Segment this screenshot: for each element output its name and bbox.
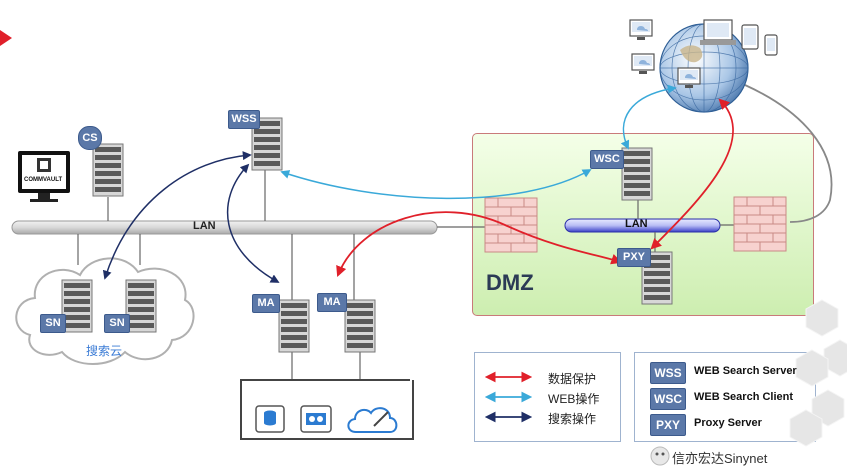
firewall-right-icon <box>733 196 787 252</box>
sn1-server-icon <box>61 279 93 333</box>
legend-pxy-label: Proxy Server <box>694 417 762 429</box>
ma1-server-icon <box>278 299 310 353</box>
phone-icon <box>764 34 778 56</box>
pxy-badge: PXY <box>617 248 651 267</box>
legend-wsc-badge: WSC <box>650 388 686 410</box>
web-arrows <box>280 84 677 200</box>
lan-connectors <box>77 170 737 380</box>
client-device-icon <box>629 19 653 41</box>
dmz-label: DMZ <box>486 270 534 295</box>
laptop-icon <box>700 19 736 45</box>
legend-search-ops-label: 搜索操作 <box>548 412 597 426</box>
legend-arrow-samples <box>484 371 533 423</box>
tablet-icon <box>741 24 759 50</box>
data-protection-arrows <box>336 98 734 278</box>
storage-cloud-icon <box>347 407 398 433</box>
cs-server-icon <box>92 143 124 197</box>
main-lan-label: LAN <box>193 220 216 232</box>
legend-web-ops-label: WEB操作 <box>548 392 600 406</box>
sn2-server-icon <box>125 279 157 333</box>
search-arrows <box>102 151 280 283</box>
legend-wss-label: WEB Search Server <box>694 365 797 377</box>
commvault-logo-text: COMMVAULT <box>24 177 63 183</box>
corner-arrow-icon <box>0 30 12 46</box>
search-cloud-label: 搜索云 <box>86 344 123 358</box>
ma2-server-icon <box>344 299 376 353</box>
cs-badge: CS <box>78 126 102 150</box>
storage-tape-icon <box>300 405 332 433</box>
firewall-left-icon <box>484 197 538 253</box>
watermark-text: 信亦宏达Sinynet <box>672 451 768 466</box>
sn1-badge: SN <box>40 314 66 333</box>
commvault-monitor-icon <box>18 151 70 202</box>
legend-wsc-label: WEB Search Client <box>694 391 794 403</box>
legend-wss-badge: WSS <box>650 362 686 384</box>
legend-data-protection-label: 数据保护 <box>548 372 597 386</box>
hex-pattern-decoration <box>789 299 847 447</box>
legend-pxy-badge: PXY <box>650 414 686 436</box>
ma2-badge: MA <box>317 293 347 312</box>
wsc-server-icon <box>621 147 653 201</box>
watermark-logo-icon <box>650 446 670 466</box>
storage-disk-icon <box>255 405 285 433</box>
ma1-badge: MA <box>252 294 280 313</box>
dmz-lan-label: LAN <box>625 218 648 230</box>
internet-link <box>744 84 833 223</box>
wsc-badge: WSC <box>590 150 624 169</box>
sn2-badge: SN <box>104 314 130 333</box>
client-device-icon <box>631 53 655 75</box>
wss-badge: WSS <box>228 110 260 129</box>
